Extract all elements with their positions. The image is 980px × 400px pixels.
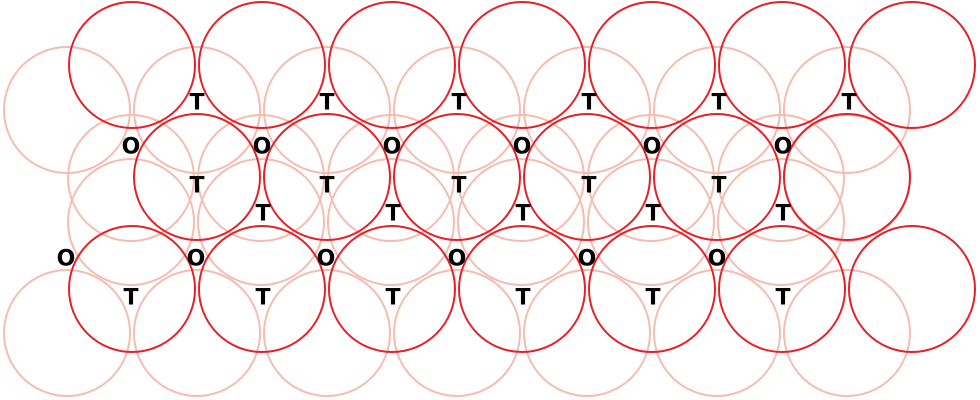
octahedral-site-label: O (513, 135, 532, 160)
octahedral-site-label: O (774, 135, 793, 160)
strong-circle (458, 1, 586, 129)
faint-circle (587, 114, 715, 242)
strong-circle (263, 113, 391, 241)
strong-circle (328, 1, 456, 129)
tetrahedral-site-label: T (385, 286, 400, 311)
tetrahedral-site-label: T (189, 174, 204, 199)
strong-circle (588, 225, 716, 353)
strong-circle (393, 113, 521, 241)
octahedral-site-label: O (253, 135, 272, 160)
octahedral-site-label: O (122, 135, 141, 160)
tetrahedral-site-label: T (451, 174, 466, 199)
faint-circle (783, 269, 911, 397)
faint-circle (67, 158, 195, 286)
faint-circle (133, 269, 261, 397)
faint-circle (717, 114, 845, 242)
tetrahedral-site-label: T (581, 91, 596, 116)
tetrahedral-site-label: T (189, 91, 204, 116)
faint-circle (653, 46, 781, 174)
faint-circle (717, 158, 845, 286)
faint-circle (457, 114, 585, 242)
octahedral-site-label: O (187, 247, 206, 272)
tetrahedral-site-label: T (319, 174, 334, 199)
tetrahedral-site-label: T (645, 286, 660, 311)
strong-circle (458, 225, 586, 353)
tetrahedral-site-label: T (841, 91, 856, 116)
faint-circle (327, 158, 455, 286)
strong-circle (328, 225, 456, 353)
strong-circle (133, 113, 261, 241)
strong-circle (653, 113, 781, 241)
strong-circle (848, 1, 976, 129)
tetrahedral-site-label: T (319, 91, 334, 116)
tetrahedral-site-label: T (451, 91, 466, 116)
octahedral-site-label: O (643, 135, 662, 160)
faint-circle (523, 46, 651, 174)
tetrahedral-site-label: T (775, 286, 790, 311)
octahedral-site-label: O (383, 135, 402, 160)
strong-circle (588, 1, 716, 129)
tetrahedral-site-label: T (123, 286, 138, 311)
strong-circle (198, 1, 326, 129)
faint-circle (3, 46, 131, 174)
strong-circle (523, 113, 651, 241)
tetrahedral-site-label: T (711, 91, 726, 116)
faint-circle (523, 269, 651, 397)
tetrahedral-site-label: T (645, 202, 660, 227)
faint-circle (393, 269, 521, 397)
faint-circle (783, 46, 911, 174)
tetrahedral-site-label: T (255, 202, 270, 227)
strong-circle (68, 225, 196, 353)
faint-circle (393, 46, 521, 174)
site-label-layer: T T T T T T T T T T T T T T T T T T T T T T O O O O O O O O O O O O (57, 91, 857, 311)
faint-circle (457, 158, 585, 286)
faint-circle (327, 114, 455, 242)
strong-circle (848, 225, 976, 353)
octahedral-site-label: O (317, 247, 336, 272)
octahedral-site-label: O (578, 247, 597, 272)
strong-circle-layer (68, 1, 976, 353)
tetrahedral-site-label: T (581, 174, 596, 199)
tetrahedral-site-label: T (515, 202, 530, 227)
tetrahedral-site-label: T (775, 202, 790, 227)
faint-circle (197, 158, 325, 286)
strong-circle (718, 225, 846, 353)
octahedral-site-label: O (708, 247, 727, 272)
tetrahedral-site-label: T (255, 286, 270, 311)
faint-circle (67, 114, 195, 242)
faint-circle (263, 269, 391, 397)
strong-circle (718, 1, 846, 129)
faint-circle (653, 269, 781, 397)
strong-circle (198, 225, 326, 353)
tetrahedral-site-label: T (515, 286, 530, 311)
strong-circle (783, 113, 911, 241)
strong-circle (68, 1, 196, 129)
octahedral-site-label: O (57, 247, 76, 272)
faint-circle (133, 46, 261, 174)
faint-circle (197, 114, 325, 242)
faint-circle (587, 158, 715, 286)
tetrahedral-site-label: T (711, 174, 726, 199)
octahedral-site-label: O (448, 247, 467, 272)
tetrahedral-site-label: T (385, 202, 400, 227)
faint-circle (263, 46, 391, 174)
faint-circle (3, 269, 131, 397)
